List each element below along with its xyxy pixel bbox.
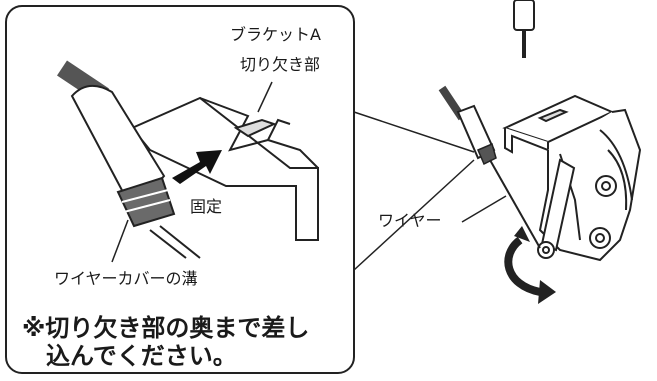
bracket-assembly [502,94,642,262]
detail-illustration [57,60,319,259]
rotation-arrow-icon [504,226,556,304]
note-line-1: ※切り欠き部の奥まで差し [22,314,309,342]
notch-label: 切り欠き部 [240,55,320,74]
bracket-a-label: ブラケットA [230,25,321,44]
wire-label: ワイヤー [378,211,442,230]
wire-leader-line [461,195,507,223]
wire-cover-groove-label: ワイヤーカバーの溝 [54,269,198,288]
insert-arrow-icon [172,150,222,184]
bracket-leader-line [257,81,273,113]
fixed-label: 固定 [190,197,222,216]
note-line-2: 込んでください。 [46,342,237,370]
zoom-connector-lines [353,111,475,271]
right-wire [438,85,541,249]
groove-leader-line [111,219,129,263]
top-wire-end [513,0,535,58]
